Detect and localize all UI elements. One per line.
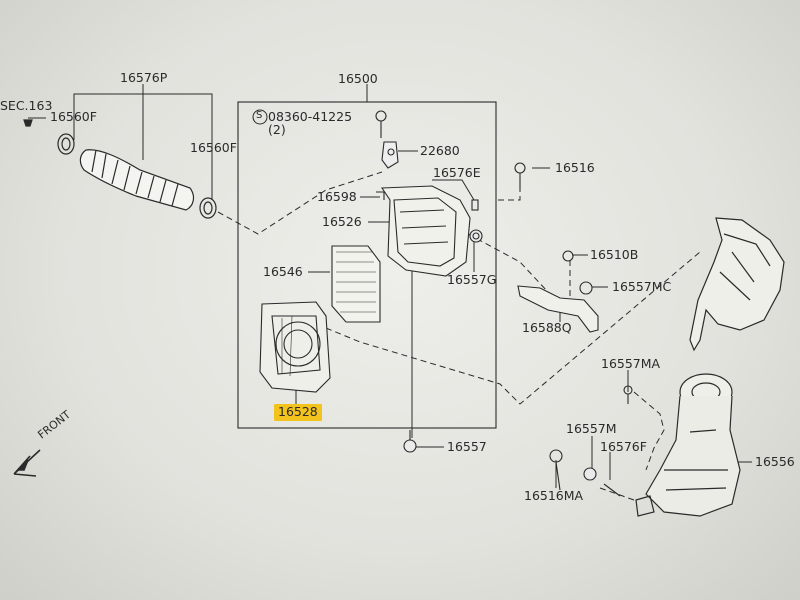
label-16560f-left[interactable]: 16560F [50,109,97,124]
label-16557[interactable]: 16557 [447,439,487,454]
label-16557mc[interactable]: 16557MC [612,279,672,294]
resonator [635,373,741,517]
bracket [517,250,599,333]
lower-fasteners [549,449,621,497]
label-sec163[interactable]: SEC.163 [0,98,53,113]
label-16560f-right[interactable]: 16560F [190,140,237,155]
label-16526[interactable]: 16526 [322,214,362,229]
lower-housing [259,301,331,393]
label-16598[interactable]: 16598 [317,189,357,204]
small-bolts [403,162,633,453]
sensor-bolts [375,110,399,169]
label-qty: (2) [268,122,286,137]
label-16576p[interactable]: 16576P [120,70,168,85]
label-08360-41225[interactable]: 08360-41225 [268,109,353,124]
label-16500[interactable]: 16500 [338,71,378,86]
label-16510b[interactable]: 16510B [590,247,639,262]
front-arrow-icon [13,449,41,477]
upper-housing [376,185,483,277]
label-16516[interactable]: 16516 [555,160,595,175]
label-16556[interactable]: 16556 [755,454,795,469]
label-16546[interactable]: 16546 [263,264,303,279]
label-16557m[interactable]: 16557M [566,421,617,436]
air-duct [23,119,217,219]
label-16576e[interactable]: 16576E [433,165,481,180]
label-16528-highlighted[interactable]: 16528 [274,404,322,421]
label-22680[interactable]: 22680 [420,143,460,158]
label-16557ma[interactable]: 16557MA [601,356,661,371]
bolt-symbol-icon: S [256,110,263,121]
bolt-symbol-ring [252,109,268,125]
filter-element [331,245,381,323]
label-16588q[interactable]: 16588Q [522,320,572,335]
resonator-duct [689,217,785,352]
label-16557g[interactable]: 16557G [447,272,497,287]
label-16516ma[interactable]: 16516MA [524,488,584,503]
label-16576f[interactable]: 16576F [600,439,647,454]
